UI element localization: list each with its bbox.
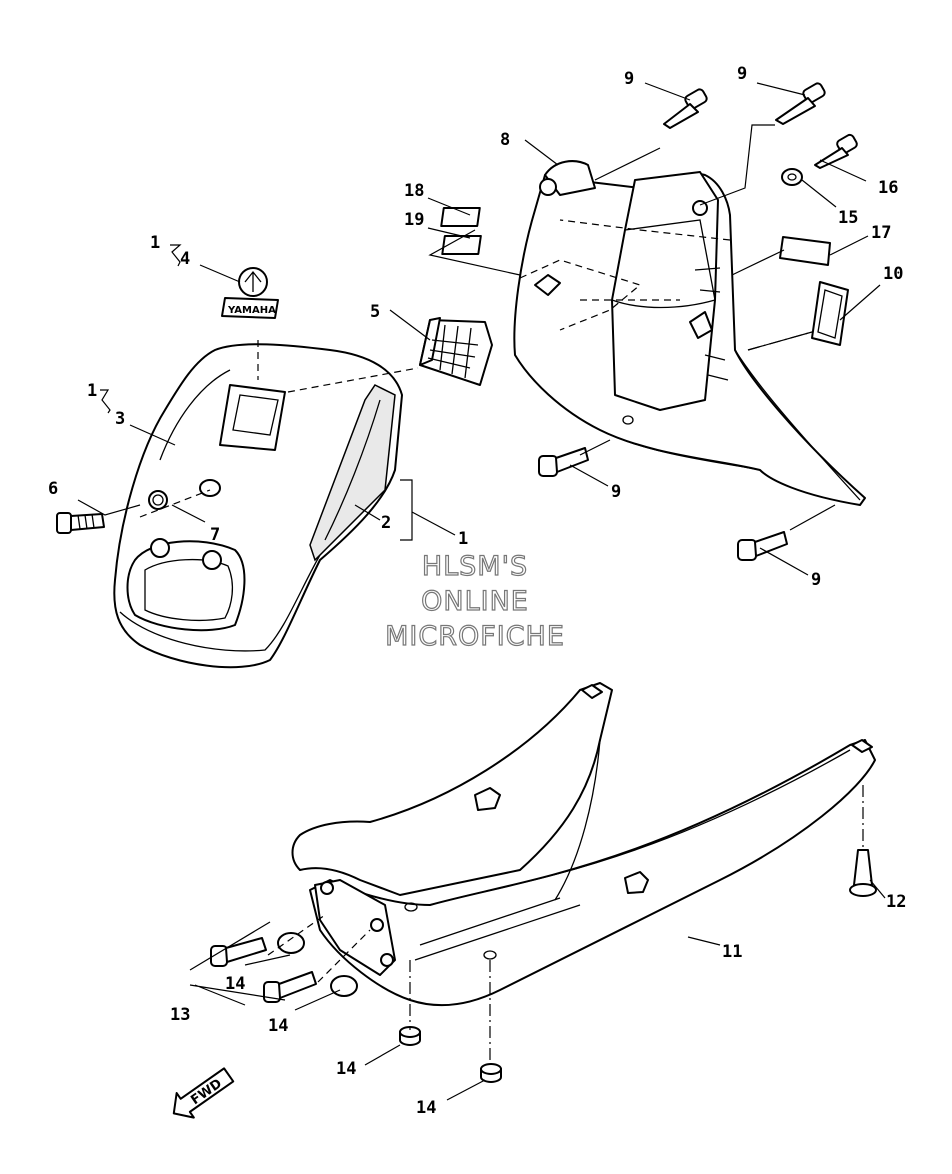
callout-2: 2 [381, 513, 391, 533]
callout-4: 4 [180, 249, 190, 269]
callout-3: 3 [115, 409, 125, 429]
callout-10: 10 [883, 264, 903, 284]
emblem-logo-text: YAMAHA [227, 305, 276, 316]
grommet-14-a [277, 932, 305, 954]
callout-16: 16 [878, 178, 898, 198]
callout-15: 15 [838, 208, 858, 228]
screw-6 [56, 512, 105, 534]
label-17 [779, 236, 831, 266]
callout-numbers: 9 9 8 18 19 16 15 17 10 1 4 5 1 3 6 7 2 … [48, 64, 906, 1118]
watermark-line-1: HLSM'S [422, 551, 528, 582]
under-cover [291, 682, 876, 1007]
screw-13-a [210, 937, 267, 967]
yamaha-emblem: YAMAHA [221, 267, 279, 319]
callout-19: 19 [404, 210, 424, 230]
callout-13: 13 [170, 1005, 190, 1025]
callout-9-d: 9 [811, 570, 821, 590]
fwd-arrow: FWD [172, 1067, 235, 1119]
callout-14-b: 14 [268, 1016, 288, 1036]
screw-16 [814, 133, 858, 169]
callout-1-c: 1 [458, 529, 468, 549]
washer-15 [781, 168, 803, 186]
callout-1-a: 1 [150, 233, 160, 253]
grommet-14-d [480, 1063, 502, 1083]
callout-9-b: 9 [737, 64, 747, 84]
screw-9-bottom [737, 531, 788, 561]
label-18 [440, 207, 481, 227]
callout-7: 7 [210, 525, 220, 545]
seal-10 [811, 281, 849, 346]
screw-9-middle [538, 447, 589, 477]
callout-14-c: 14 [336, 1059, 356, 1079]
screw-9-top-left [663, 88, 708, 129]
callout-5: 5 [370, 302, 380, 322]
watermark-line-2: ONLINE [421, 586, 529, 617]
callout-18: 18 [404, 181, 424, 201]
leg-shield-inner [513, 160, 866, 506]
callout-12: 12 [886, 892, 906, 912]
callout-11: 11 [722, 942, 742, 962]
callout-17: 17 [871, 223, 891, 243]
front-cover [113, 343, 403, 669]
callout-6: 6 [48, 479, 58, 499]
grommet-14-c [399, 1026, 421, 1046]
screw-12 [849, 849, 877, 897]
callout-14-d: 14 [416, 1098, 436, 1118]
watermark-line-3: MICROFICHE [385, 621, 565, 652]
watermark: HLSM'S ONLINE MICROFICHE [384, 550, 565, 652]
grommet-14-b [330, 975, 358, 997]
grille-part [419, 317, 493, 386]
callout-14-a: 14 [225, 974, 245, 994]
screw-9-top-right [775, 82, 826, 125]
callout-8: 8 [500, 130, 510, 150]
leader-lines [77, 82, 886, 1101]
callout-1-b: 1 [87, 381, 97, 401]
callout-9-c: 9 [611, 482, 621, 502]
callout-9-a: 9 [624, 69, 634, 89]
